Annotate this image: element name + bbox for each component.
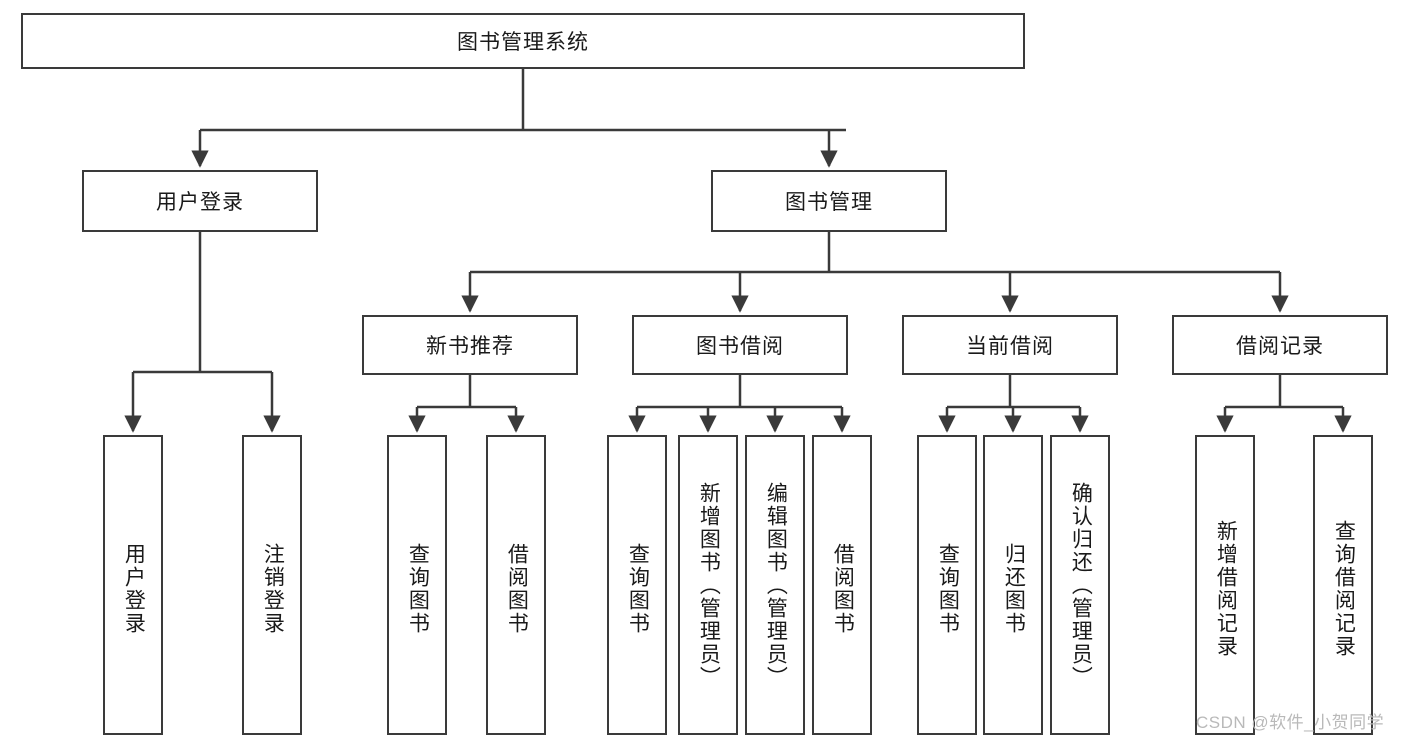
leaf-add-book-admin-label: 新增图书（管理员） <box>697 481 721 689</box>
leaf-borrow-book-borrow[interactable]: 借阅图书 <box>812 435 872 735</box>
leaf-query-book-newbook[interactable]: 查询图书 <box>387 435 447 735</box>
node-current-borrow[interactable]: 当前借阅 <box>902 315 1118 375</box>
leaf-edit-book-admin-label: 编辑图书（管理员） <box>764 481 788 689</box>
leaf-borrow-book-borrow-label: 借阅图书 <box>831 543 855 635</box>
leaf-query-borrow-record[interactable]: 查询借阅记录 <box>1313 435 1373 735</box>
leaf-query-borrow-record-label: 查询借阅记录 <box>1332 520 1356 658</box>
csdn-watermark: CSDN @软件_小贺同学 <box>1196 713 1385 732</box>
leaf-borrow-book-newbook[interactable]: 借阅图书 <box>486 435 546 735</box>
leaf-add-book-admin[interactable]: 新增图书（管理员） <box>678 435 738 735</box>
leaf-query-book-current-label: 查询图书 <box>936 543 960 635</box>
node-current-borrow-label: 当前借阅 <box>966 335 1054 358</box>
node-book-borrow[interactable]: 图书借阅 <box>632 315 848 375</box>
leaf-borrow-book-newbook-label: 借阅图书 <box>505 543 529 635</box>
leaf-add-borrow-record[interactable]: 新增借阅记录 <box>1195 435 1255 735</box>
node-new-book-recommendation[interactable]: 新书推荐 <box>362 315 578 375</box>
node-root[interactable]: 图书管理系统 <box>21 13 1025 69</box>
node-borrow-record[interactable]: 借阅记录 <box>1172 315 1388 375</box>
node-user-login-label: 用户登录 <box>156 191 244 214</box>
leaf-return-book-label: 归还图书 <box>1002 543 1026 635</box>
leaf-query-book-borrow-label: 查询图书 <box>626 543 650 635</box>
leaf-user-logout[interactable]: 注销登录 <box>242 435 302 735</box>
node-root-label: 图书管理系统 <box>457 31 589 54</box>
node-book-borrow-label: 图书借阅 <box>696 335 784 358</box>
leaf-user-login-label: 用户登录 <box>122 543 146 635</box>
leaf-return-book[interactable]: 归还图书 <box>983 435 1043 735</box>
node-user-login[interactable]: 用户登录 <box>82 170 318 232</box>
node-book-management[interactable]: 图书管理 <box>711 170 947 232</box>
leaf-edit-book-admin[interactable]: 编辑图书（管理员） <box>745 435 805 735</box>
leaf-user-logout-label: 注销登录 <box>261 543 285 635</box>
leaf-confirm-return-admin-label: 确认归还（管理员） <box>1069 481 1093 689</box>
node-new-book-recommendation-label: 新书推荐 <box>426 335 514 358</box>
leaf-confirm-return-admin[interactable]: 确认归还（管理员） <box>1050 435 1110 735</box>
node-book-management-label: 图书管理 <box>785 191 873 214</box>
leaf-user-login[interactable]: 用户登录 <box>103 435 163 735</box>
leaf-query-book-newbook-label: 查询图书 <box>406 543 430 635</box>
leaf-query-book-borrow[interactable]: 查询图书 <box>607 435 667 735</box>
node-borrow-record-label: 借阅记录 <box>1236 335 1324 358</box>
leaf-add-borrow-record-label: 新增借阅记录 <box>1214 520 1238 658</box>
leaf-query-book-current[interactable]: 查询图书 <box>917 435 977 735</box>
